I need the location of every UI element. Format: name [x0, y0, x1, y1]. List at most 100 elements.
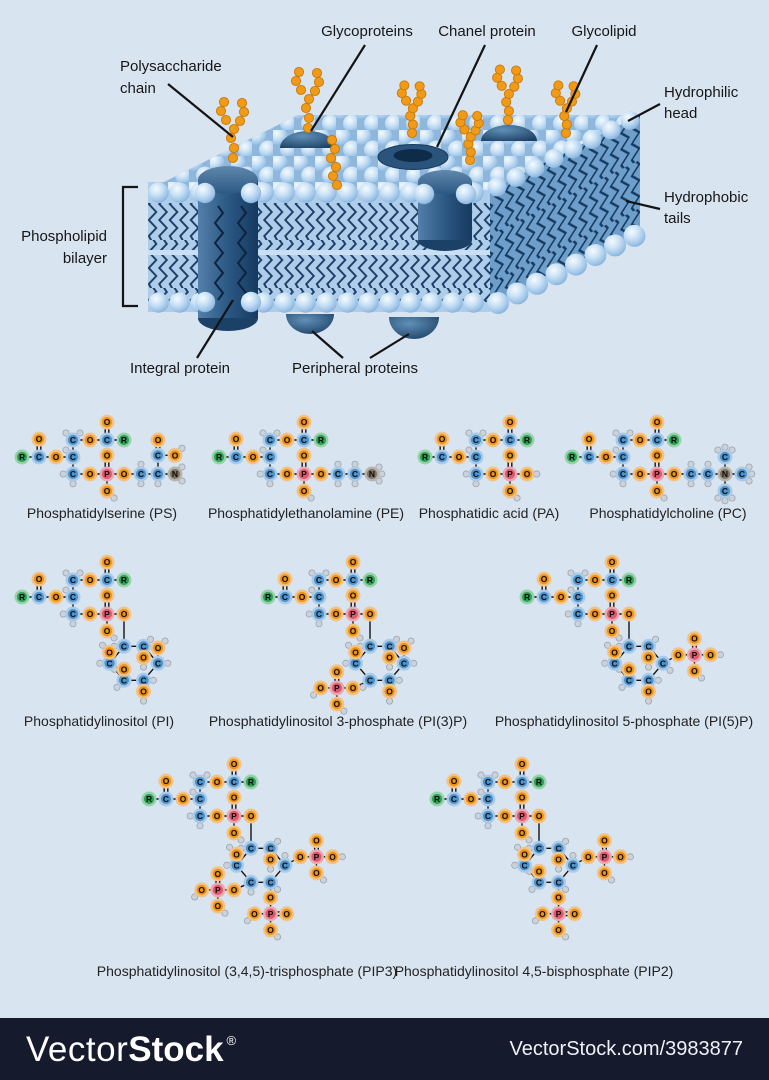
- svg-text:C: C: [451, 794, 457, 804]
- svg-text:O: O: [524, 469, 531, 479]
- svg-text:O: O: [121, 664, 128, 674]
- svg-text:O: O: [507, 450, 514, 460]
- svg-text:O: O: [215, 869, 222, 879]
- svg-text:O: O: [301, 486, 308, 496]
- membrane-labels: Glycoproteins Chanel protein Glycolipid …: [21, 23, 749, 377]
- svg-text:C: C: [104, 435, 110, 445]
- molecule-label-pip3: Phosphatidylinositol (3,4,5)-trisphospha…: [97, 963, 397, 979]
- pointer-polysaccharide-chain: [167, 83, 234, 138]
- svg-text:N: N: [172, 469, 178, 479]
- svg-text:C: C: [233, 860, 239, 870]
- svg-text:O: O: [592, 575, 599, 585]
- svg-text:O: O: [53, 592, 60, 602]
- svg-text:O: O: [284, 435, 291, 445]
- svg-text:O: O: [541, 574, 548, 584]
- svg-text:O: O: [251, 909, 258, 919]
- svg-text:C: C: [626, 641, 632, 651]
- svg-text:O: O: [439, 434, 446, 444]
- svg-text:O: O: [691, 634, 698, 644]
- svg-text:O: O: [267, 893, 274, 903]
- svg-text:C: C: [267, 843, 273, 853]
- svg-text:R: R: [367, 575, 373, 585]
- svg-text:P: P: [231, 811, 237, 821]
- svg-text:C: C: [267, 469, 273, 479]
- svg-text:O: O: [329, 852, 336, 862]
- membrane-illustration: Glycoproteins Chanel protein Glycolipid …: [21, 23, 749, 377]
- svg-text:O: O: [313, 836, 320, 846]
- svg-text:O: O: [468, 794, 475, 804]
- label-glycolipid: Glycolipid: [571, 23, 636, 40]
- svg-text:O: O: [106, 647, 113, 657]
- svg-text:C: C: [473, 435, 479, 445]
- svg-text:O: O: [367, 609, 374, 619]
- svg-text:C: C: [140, 641, 146, 651]
- svg-text:R: R: [19, 452, 25, 462]
- svg-text:O: O: [654, 486, 661, 496]
- svg-text:C: C: [473, 469, 479, 479]
- svg-text:R: R: [524, 435, 530, 445]
- svg-text:C: C: [536, 843, 542, 853]
- svg-text:O: O: [297, 852, 304, 862]
- svg-text:O: O: [707, 650, 714, 660]
- svg-text:O: O: [507, 486, 514, 496]
- svg-text:R: R: [524, 592, 530, 602]
- svg-text:P: P: [301, 469, 307, 479]
- svg-text:O: O: [155, 435, 162, 445]
- svg-text:O: O: [611, 647, 618, 657]
- svg-text:C: C: [439, 452, 445, 462]
- pointer-integral-protein: [196, 299, 234, 359]
- svg-text:O: O: [386, 686, 393, 696]
- svg-text:O: O: [333, 609, 340, 619]
- svg-text:O: O: [675, 650, 682, 660]
- svg-text:C: C: [570, 860, 576, 870]
- svg-text:C: C: [536, 877, 542, 887]
- svg-text:C: C: [722, 486, 728, 496]
- svg-text:C: C: [248, 877, 254, 887]
- logo-vector: Vector: [26, 1029, 129, 1069]
- svg-text:O: O: [248, 811, 255, 821]
- svg-text:P: P: [350, 609, 356, 619]
- illustration-canvas: Glycoproteins Chanel protein Glycolipid …: [14, 23, 756, 979]
- svg-text:O: O: [104, 417, 111, 427]
- svg-text:O: O: [601, 836, 608, 846]
- svg-text:O: O: [586, 434, 593, 444]
- svg-text:O: O: [334, 699, 341, 709]
- integral-protein-2: [413, 170, 477, 251]
- svg-text:O: O: [502, 811, 509, 821]
- svg-text:O: O: [626, 664, 633, 674]
- svg-text:O: O: [536, 811, 543, 821]
- svg-text:O: O: [401, 643, 408, 653]
- svg-text:C: C: [485, 794, 491, 804]
- logo-stock: Stock: [128, 1029, 224, 1069]
- svg-text:C: C: [586, 452, 592, 462]
- pointer-chanel-protein: [436, 44, 486, 148]
- svg-text:O: O: [284, 469, 291, 479]
- svg-text:R: R: [216, 452, 222, 462]
- svg-text:O: O: [172, 450, 179, 460]
- svg-text:C: C: [485, 777, 491, 787]
- svg-text:O: O: [180, 794, 187, 804]
- svg-text:C: C: [197, 777, 203, 787]
- svg-text:C: C: [688, 469, 694, 479]
- hydrophilic-head-row-right-bottom: [487, 224, 646, 314]
- svg-text:C: C: [36, 452, 42, 462]
- svg-text:R: R: [536, 777, 542, 787]
- pointer-peripheral-1: [311, 330, 344, 359]
- svg-text:O: O: [637, 469, 644, 479]
- svg-text:C: C: [36, 592, 42, 602]
- footer-watermark-bar: VectorStock® VectorStock.com/3983877: [0, 1018, 769, 1080]
- svg-text:O: O: [214, 777, 221, 787]
- molecule-label-pi3p: Phosphatidylinositol 3-phosphate (PI(3)P…: [209, 713, 467, 729]
- svg-text:C: C: [282, 860, 288, 870]
- svg-text:O: O: [601, 868, 608, 878]
- svg-text:O: O: [536, 866, 543, 876]
- integral-protein-1: [194, 166, 262, 331]
- svg-text:C: C: [233, 452, 239, 462]
- svg-text:C: C: [197, 811, 203, 821]
- svg-text:C: C: [352, 469, 358, 479]
